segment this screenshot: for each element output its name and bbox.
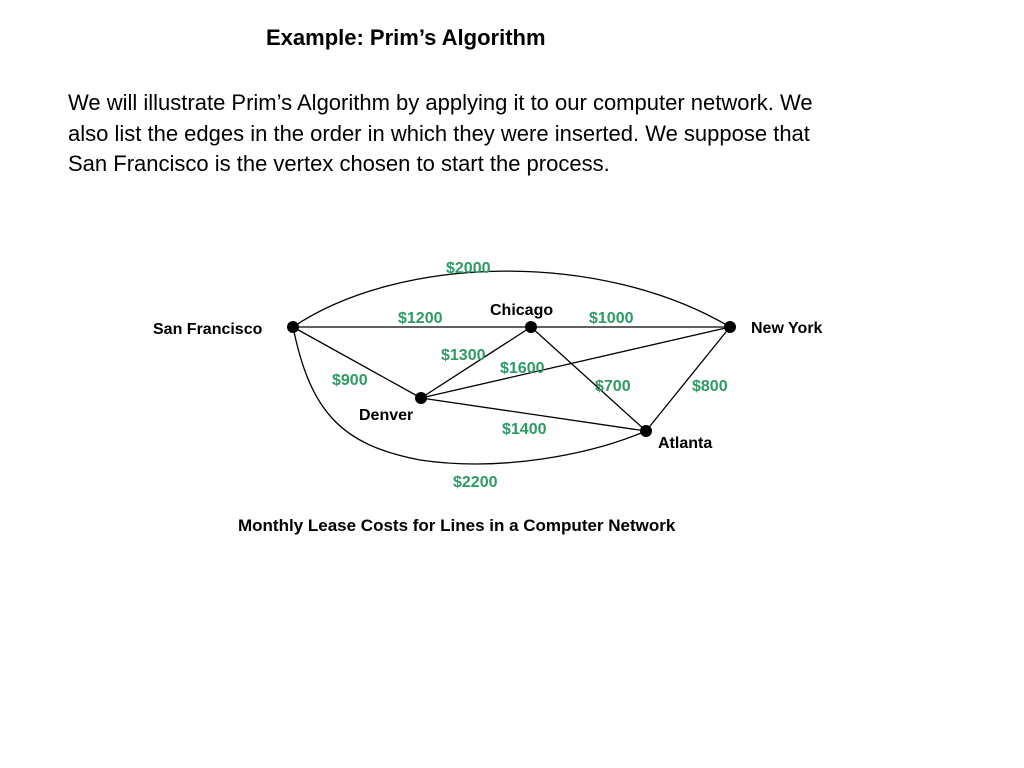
node-label-chicago: Chicago bbox=[490, 302, 553, 319]
cost-label: $900 bbox=[332, 372, 368, 389]
cost-label: $2000 bbox=[446, 260, 491, 277]
node-chicago bbox=[525, 321, 537, 333]
paragraph-line: San Francisco is the vertex chosen to st… bbox=[68, 151, 610, 176]
edge-chicago-atlanta bbox=[530, 326, 647, 432]
edge-sf-ny bbox=[292, 270, 731, 328]
edge-denver-chicago bbox=[420, 326, 532, 399]
cost-label: $1400 bbox=[502, 421, 547, 438]
paragraph-line: We will illustrate Prim’s Algorithm by a… bbox=[68, 90, 813, 115]
cost-label: $700 bbox=[595, 378, 631, 395]
cost-label: $1000 bbox=[589, 310, 634, 327]
paragraph-line: also list the edges in the order in whic… bbox=[68, 120, 810, 146]
node-denver bbox=[415, 392, 427, 404]
node-label-atlanta: Atlanta bbox=[658, 435, 712, 452]
edge-sf-denver bbox=[292, 326, 422, 399]
figure-caption: Monthly Lease Costs for Lines in a Compu… bbox=[238, 516, 676, 535]
cost-label: $1600 bbox=[500, 360, 545, 377]
node-label-san-francisco: San Francisco bbox=[153, 321, 263, 338]
node-san-francisco bbox=[287, 321, 299, 333]
cost-label: $1300 bbox=[441, 347, 486, 364]
node-atlanta bbox=[640, 425, 652, 437]
cost-label: $800 bbox=[692, 378, 728, 395]
edge-ny-atlanta bbox=[645, 326, 731, 432]
edge-denver-atlanta bbox=[420, 397, 647, 432]
cost-label: $1200 bbox=[398, 310, 443, 327]
node-new-york bbox=[724, 321, 736, 333]
page-title: Example: Prim’s Algorithm bbox=[266, 25, 546, 50]
node-label-new-york: New York bbox=[751, 320, 823, 337]
edge-sf-atlanta bbox=[292, 326, 647, 465]
cost-label: $2200 bbox=[453, 474, 498, 491]
edge-denver-ny bbox=[420, 326, 731, 399]
node-label-denver: Denver bbox=[359, 407, 413, 424]
intro-paragraph: We will illustrate Prim’s Algorithm by a… bbox=[68, 88, 968, 180]
